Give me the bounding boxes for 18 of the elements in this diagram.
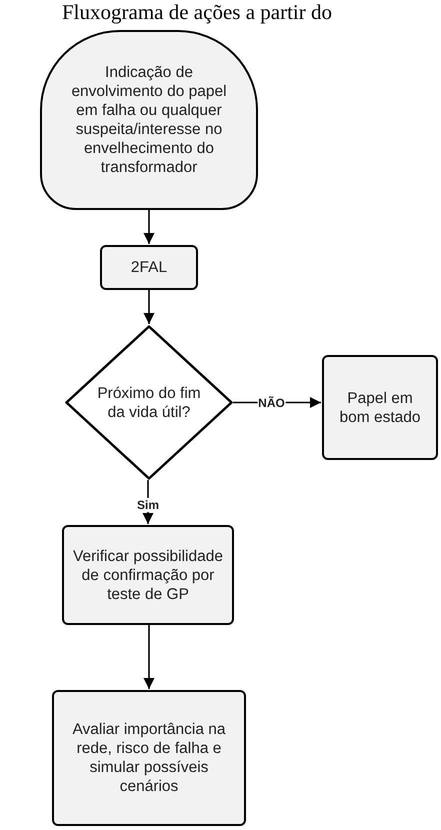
arrow: [143, 290, 155, 324]
arrow: [143, 625, 155, 689]
process-box: [62, 525, 234, 625]
process-box: [100, 245, 198, 290]
node-text: Indicação de envolvimento do papel em falha ou qualquer suspeita/interesse no envelhecimento do transformador: [70, 63, 228, 177]
node-text: Papel em bom estado: [338, 388, 422, 426]
diagram-title: Fluxograma de ações a partir do: [62, 0, 332, 24]
node-text: Avaliar importância na rede, risco de falha e simular possíveis cenários: [71, 720, 227, 796]
start-shape: [40, 30, 258, 210]
edge-label: Sim: [136, 498, 160, 512]
arrow: [143, 210, 155, 244]
node-text: Verificar possibilidade de confirmação por teste de GP: [72, 546, 224, 604]
process-box: [52, 690, 246, 826]
node-text: Próximo do fim da vida útil?: [97, 384, 201, 422]
process-box: [322, 355, 438, 460]
decision-diamond: [65, 325, 233, 480]
edge-label: NÃO: [257, 396, 286, 410]
node-text: 2FAL: [130, 258, 168, 277]
